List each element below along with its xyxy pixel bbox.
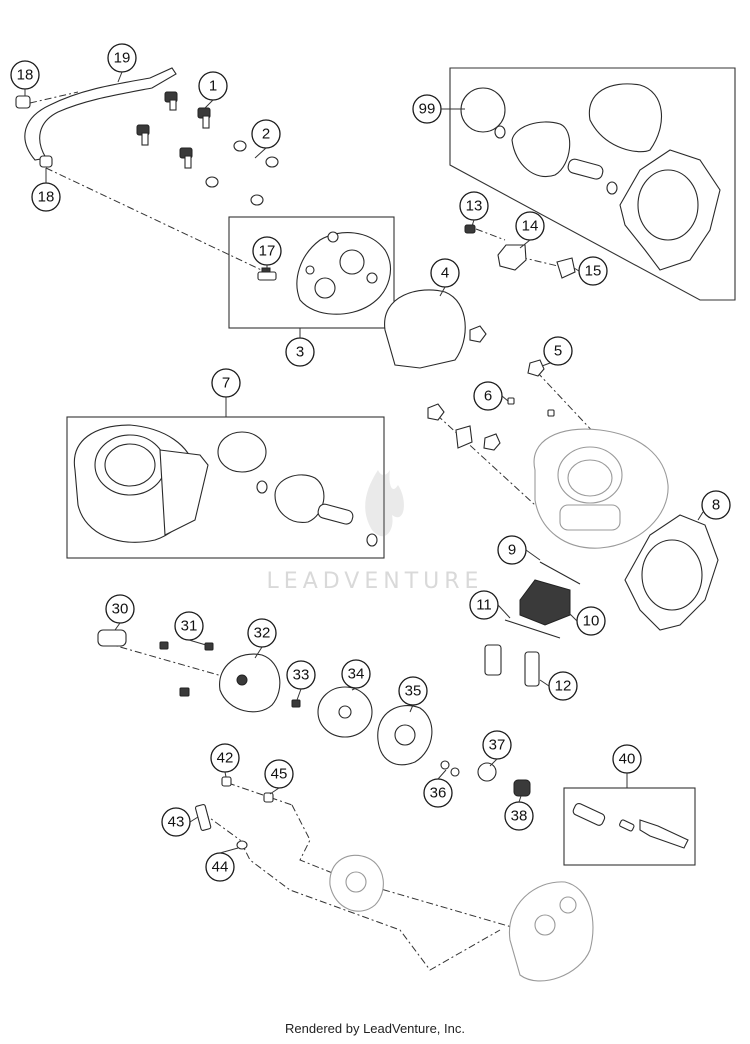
svg-text:34: 34: [348, 666, 365, 683]
svg-text:12: 12: [555, 678, 572, 695]
svg-text:37: 37: [489, 737, 506, 754]
callout-12: 12: [548, 671, 578, 701]
svg-text:7: 7: [222, 375, 230, 392]
flame-logo-icon: [365, 470, 404, 537]
svg-text:9: 9: [508, 542, 516, 559]
svg-text:1: 1: [209, 78, 217, 95]
svg-text:5: 5: [554, 343, 562, 360]
svg-text:30: 30: [112, 601, 129, 618]
hose-clamp-bottom: [39, 155, 53, 168]
callout-19: 19: [107, 43, 137, 73]
cylinder-ghost: [533, 428, 669, 549]
svg-text:11: 11: [476, 597, 492, 614]
group-box-40: [563, 787, 696, 866]
svg-text:10: 10: [583, 613, 600, 630]
head-gasket: [384, 289, 466, 369]
callout-43: 43: [161, 807, 191, 837]
callout-11: 11: [469, 590, 499, 620]
svg-text:99: 99: [419, 101, 436, 118]
svg-text:3: 3: [296, 344, 304, 361]
svg-text:18: 18: [17, 67, 34, 84]
callout-18-top: 18: [10, 60, 40, 90]
svg-text:17: 17: [259, 243, 276, 260]
svg-text:32: 32: [254, 625, 271, 642]
svg-text:14: 14: [522, 218, 539, 235]
callout-7: 7: [211, 368, 241, 398]
cylinder-head-ghost: [508, 881, 594, 982]
svg-text:36: 36: [430, 785, 447, 802]
callout-33: 33: [286, 660, 316, 690]
callout-37: 37: [482, 730, 512, 760]
svg-text:40: 40: [619, 751, 636, 768]
cylinder-head: [296, 231, 391, 315]
piston-kit: [460, 83, 721, 271]
svg-text:15: 15: [585, 263, 602, 280]
assembly-lines: [29, 91, 613, 971]
coolant-hose: [24, 67, 177, 161]
callout-35: 35: [398, 676, 428, 706]
svg-text:45: 45: [271, 766, 288, 783]
callout-36: 36: [423, 778, 453, 808]
cylinder-nuts: [427, 325, 555, 451]
footer-credit: Rendered by LeadVenture, Inc.: [285, 1021, 465, 1036]
svg-text:33: 33: [293, 667, 310, 684]
svg-text:2: 2: [262, 126, 270, 143]
callout-6: 6: [473, 381, 503, 411]
callout-34: 34: [341, 659, 371, 689]
callout-30: 30: [105, 594, 135, 624]
callout-17: 17: [252, 236, 282, 266]
hose-clamp-top: [15, 95, 31, 109]
valve-cover-assembly: [97, 629, 531, 797]
group-box-99: [449, 67, 736, 301]
svg-text:13: 13: [466, 198, 483, 215]
exhaust-valve-linkage: [572, 802, 689, 849]
svg-text:8: 8: [712, 497, 720, 514]
callout-leaders: [24, 71, 704, 854]
base-gasket-bore: [641, 539, 703, 611]
callout-45: 45: [264, 759, 294, 789]
callout-18-bottom: 18: [31, 182, 61, 212]
callout-13: 13: [459, 191, 489, 221]
callout-44: 44: [205, 852, 235, 882]
callout-40: 40: [612, 744, 642, 774]
exhaust-control-parts: [464, 224, 576, 279]
callout-2: 2: [251, 119, 281, 149]
callout-8: 8: [701, 490, 731, 520]
callout-1: 1: [198, 71, 228, 101]
svg-text:18: 18: [38, 189, 55, 206]
cylinder-kit: [73, 424, 378, 547]
svg-text:4: 4: [441, 265, 449, 282]
group-box-3: [228, 216, 395, 329]
watermark-text: LEADVENTURE: [267, 569, 484, 594]
callout-4: 4: [430, 258, 460, 288]
svg-text:43: 43: [168, 814, 185, 831]
svg-text:35: 35: [405, 683, 422, 700]
callout-5: 5: [543, 336, 573, 366]
svg-text:44: 44: [212, 859, 229, 876]
callout-15: 15: [578, 256, 608, 286]
cylinder-head-bolts: [136, 91, 211, 169]
callout-38: 38: [504, 801, 534, 831]
callout-3: 3: [285, 337, 315, 367]
callout-99: 99: [412, 94, 442, 124]
svg-text:19: 19: [114, 50, 131, 67]
svg-text:42: 42: [217, 750, 234, 767]
svg-text:38: 38: [511, 808, 528, 825]
reed-valve-parts: [484, 561, 581, 687]
callout-9: 9: [497, 535, 527, 565]
svg-text:6: 6: [484, 388, 492, 405]
washers: [205, 140, 279, 206]
callout-14: 14: [515, 211, 545, 241]
valve-cover-ghost: [329, 854, 384, 912]
callout-42: 42: [210, 743, 240, 773]
callout-10: 10: [576, 606, 606, 636]
cover-screws: [194, 776, 274, 850]
callout-31: 31: [174, 611, 204, 641]
svg-text:31: 31: [181, 618, 198, 635]
callout-32: 32: [247, 618, 277, 648]
